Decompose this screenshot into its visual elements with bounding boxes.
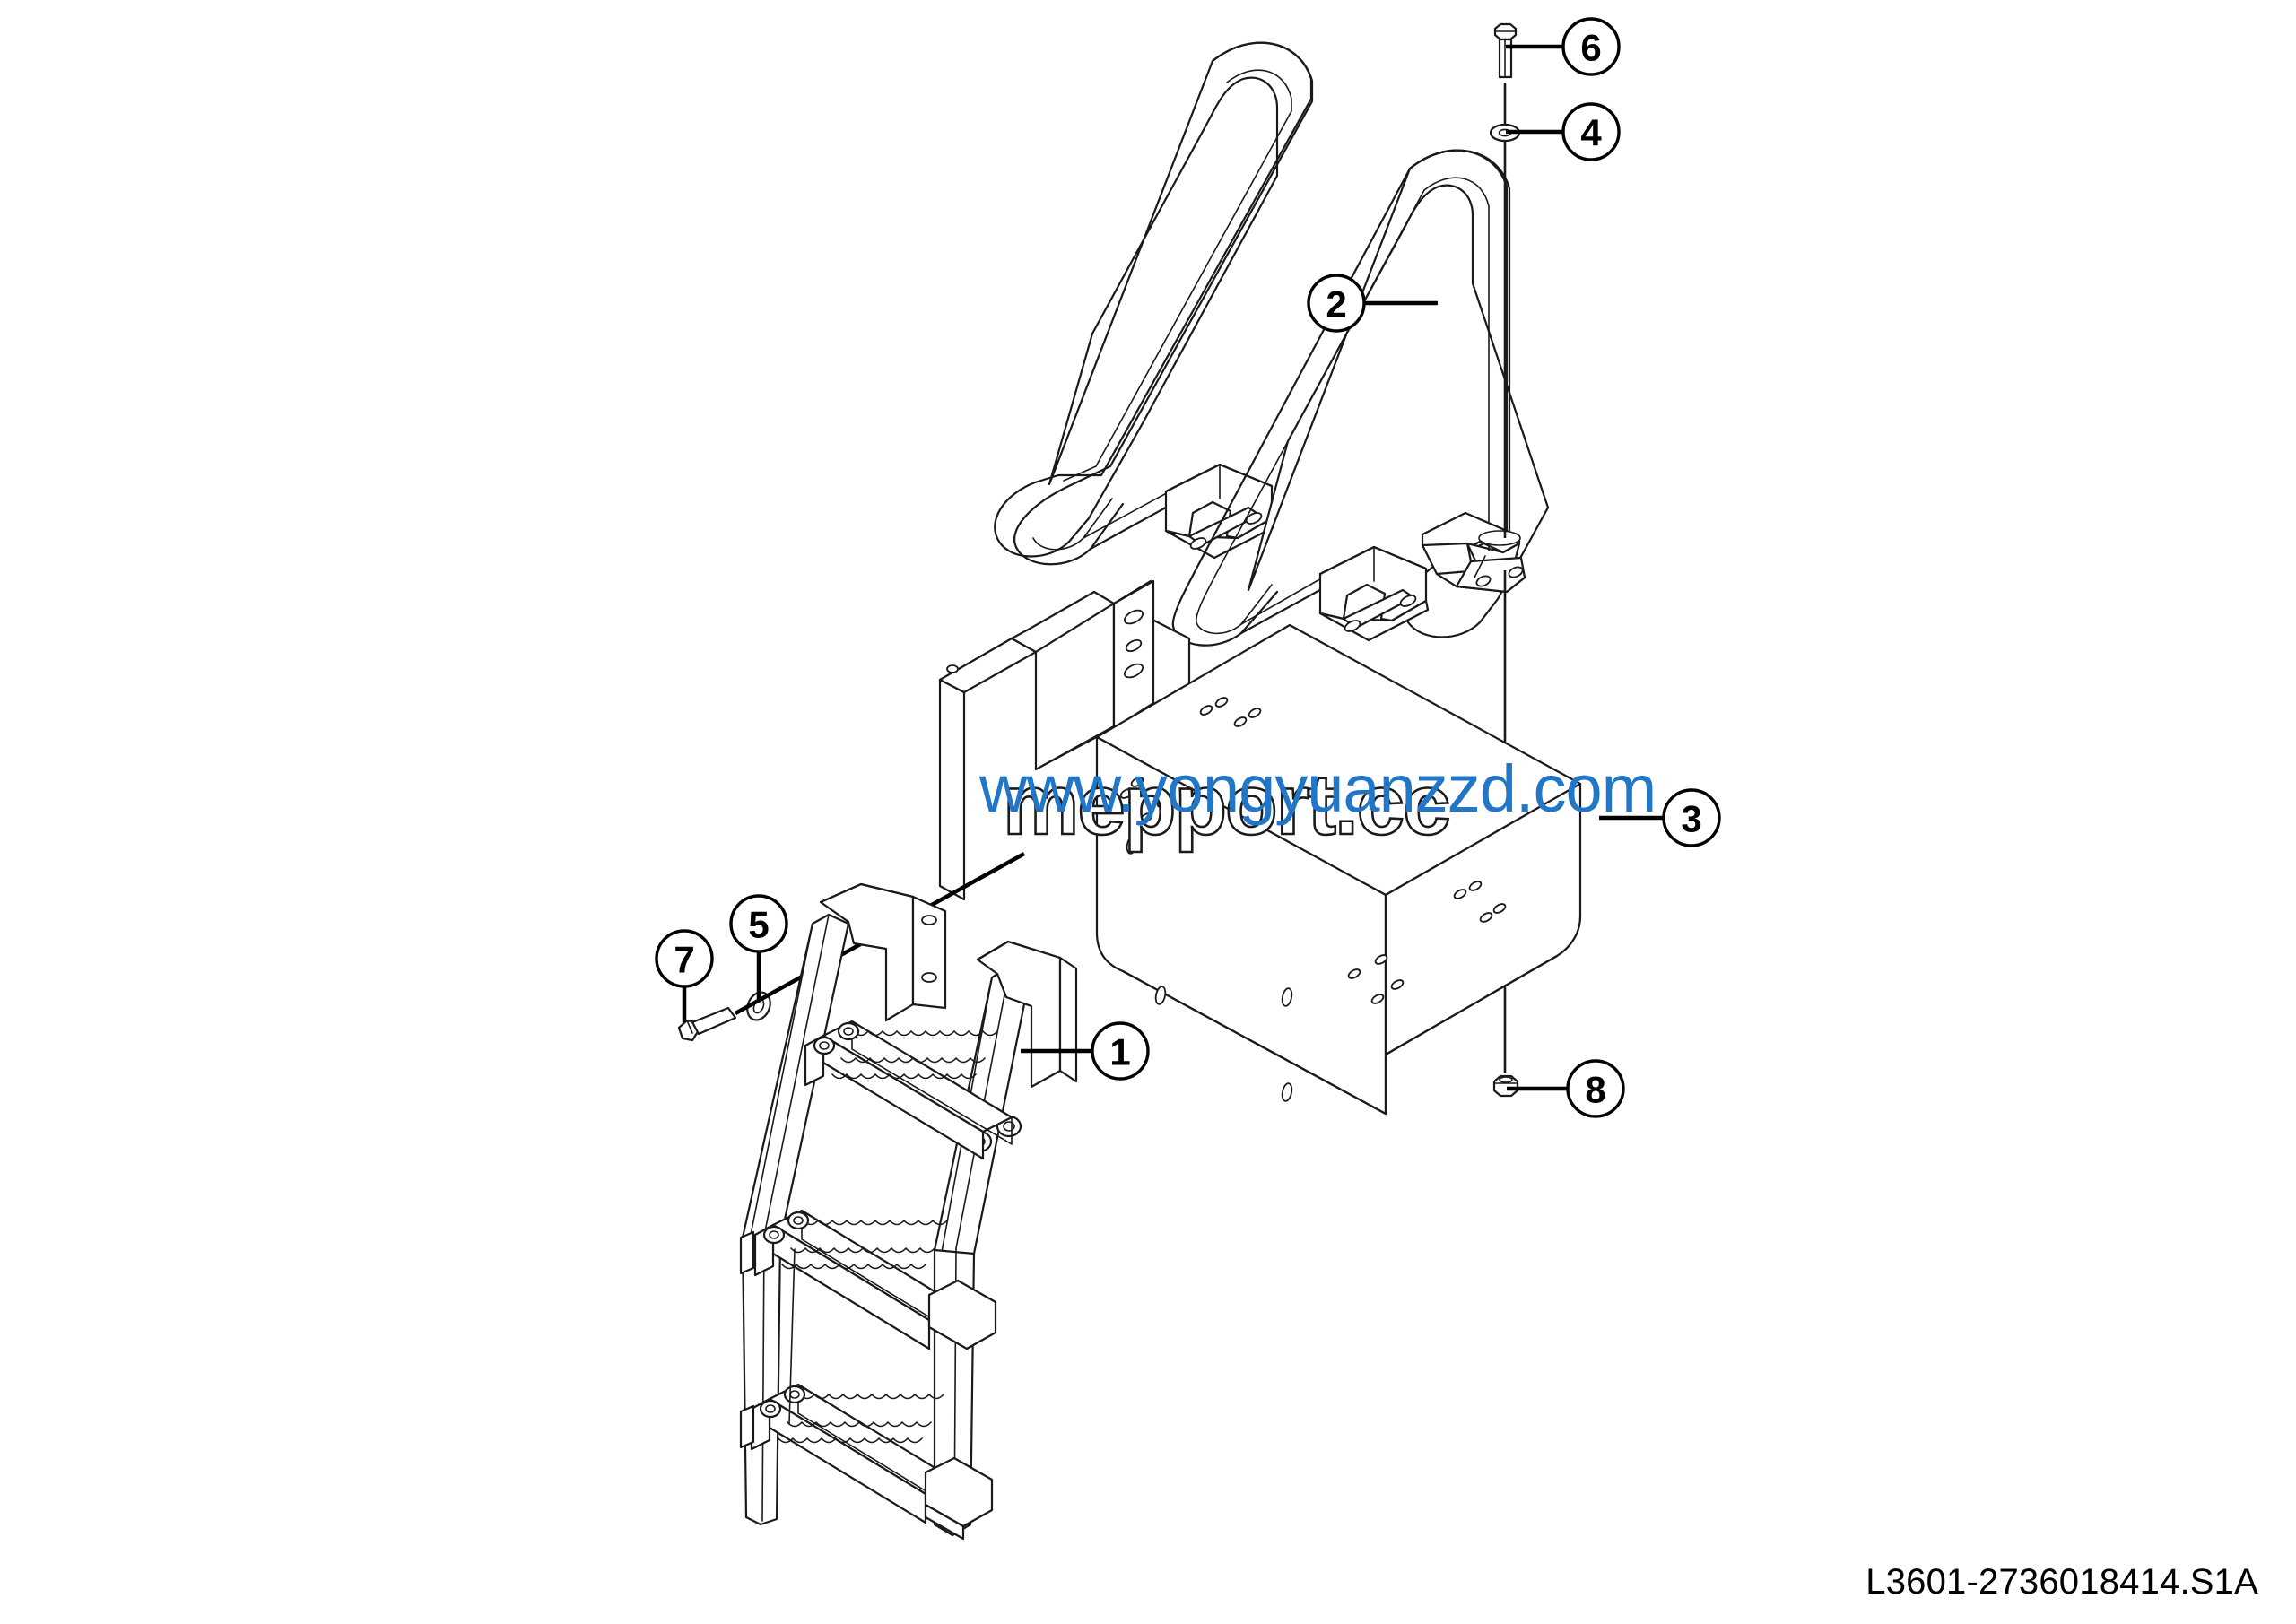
drawing-part-number: L3601-2736018414.S1A: [1866, 1562, 2258, 1602]
step-box: [938, 579, 1582, 1116]
callout-7-bolt-lower[interactable]: 7: [655, 929, 714, 1022]
balloon-number-6: 6: [1580, 27, 1601, 69]
callout-3-step-box[interactable]: 3: [1599, 788, 1721, 847]
balloon-circle-2[interactable]: [1307, 274, 1366, 333]
balloon-number-1: 1: [1109, 1031, 1130, 1073]
balloon-circle-6[interactable]: [1561, 17, 1621, 76]
bolt-lower-part: [677, 1006, 737, 1042]
balloon-number-3: 3: [1681, 798, 1701, 840]
balloon-number-7: 7: [674, 939, 694, 981]
balloon-circle-1[interactable]: [1091, 1021, 1150, 1081]
hex-nut-part: [1492, 1074, 1519, 1098]
balloon-circle-5[interactable]: [729, 894, 788, 953]
balloon-number-4: 4: [1580, 112, 1602, 154]
balloon-number-8: 8: [1585, 1069, 1605, 1111]
balloon-circle-4[interactable]: [1561, 102, 1621, 161]
handrail-left: [994, 41, 1314, 566]
callout-1-ladder-assembly[interactable]: 1: [1021, 1021, 1150, 1081]
balloon-circle-7[interactable]: [655, 929, 714, 988]
callout-5-washer-lower[interactable]: 5: [729, 894, 788, 999]
ladder-step-top: [804, 1020, 1013, 1160]
handrail-right: [1171, 149, 1550, 647]
ladder-step-middle: [753, 1209, 997, 1350]
balloon-circle-3[interactable]: [1662, 788, 1721, 847]
callout-4-washer-upper[interactable]: 4: [1506, 102, 1621, 161]
callout-layer: 1 2 3 4 5 6 7 8: [655, 17, 1721, 1118]
bolt-upper-part: [1493, 22, 1518, 79]
ladder-step-bottom: [750, 1383, 994, 1541]
balloon-number-5: 5: [748, 904, 769, 946]
callout-6-bolt-upper[interactable]: 6: [1506, 17, 1621, 76]
balloon-circle-8[interactable]: [1566, 1059, 1625, 1118]
balloon-number-2: 2: [1326, 283, 1346, 326]
callout-2-handrail[interactable]: 2: [1307, 274, 1438, 333]
callout-8-hex-nut[interactable]: 8: [1507, 1059, 1625, 1118]
ladder-assembly: [739, 882, 1078, 1541]
